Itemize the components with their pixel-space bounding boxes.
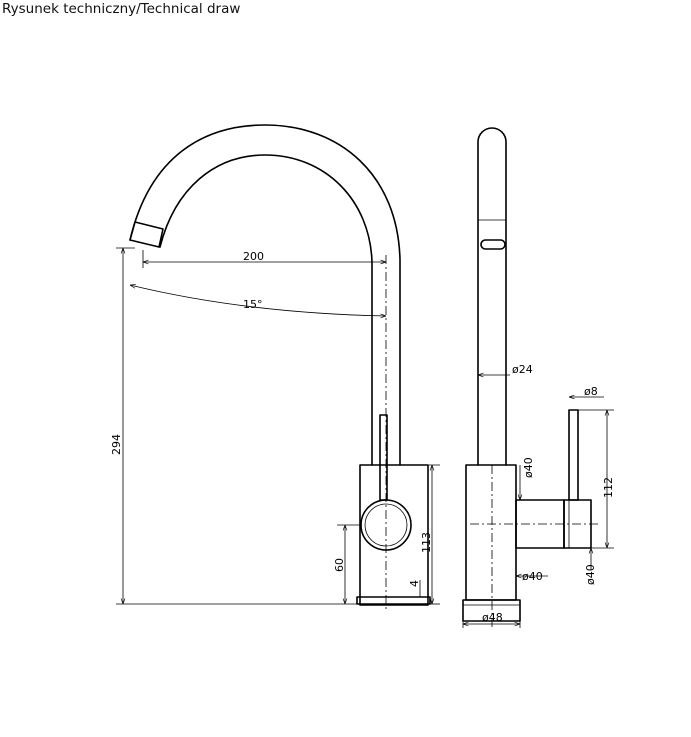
dim-60-label: 60 [333,558,346,572]
body [359,464,429,606]
dim-113-label: 113 [420,532,433,553]
side-lever-rod [568,409,579,501]
dim-o40-bottom-label: ø40 [522,570,543,583]
aerator [129,221,164,248]
dim-15deg-arc [130,285,386,316]
dim-o48-label: ø48 [482,611,503,624]
page-title: Rysunek techniczny/Technical draw [2,1,241,17]
dim-294-label: 294 [110,434,123,455]
spout-outer [129,124,401,466]
dim-112-label: 112 [602,477,615,498]
dim-o40-handle-label: ø40 [584,564,597,585]
dim-o24-label: ø24 [512,363,533,376]
dim-o40-top-label: ø40 [522,457,535,478]
dim-4-label: 4 [408,580,421,587]
side-view: ø24 ø8 ø40 ø40 112 ø40 ø48 [462,127,615,630]
dim-15deg-label: 15° [243,298,263,311]
base-plate [356,596,431,605]
side-body [465,464,517,601]
side-base [462,599,521,622]
lever-knob [360,499,412,551]
side-aerator [480,239,506,250]
spout-inner [159,154,373,466]
front-view: 200 15° 294 60 113 4 [110,124,440,610]
dim-o8-label: ø8 [584,385,598,398]
side-pipe [477,127,507,466]
dim-200-label: 200 [243,250,264,263]
